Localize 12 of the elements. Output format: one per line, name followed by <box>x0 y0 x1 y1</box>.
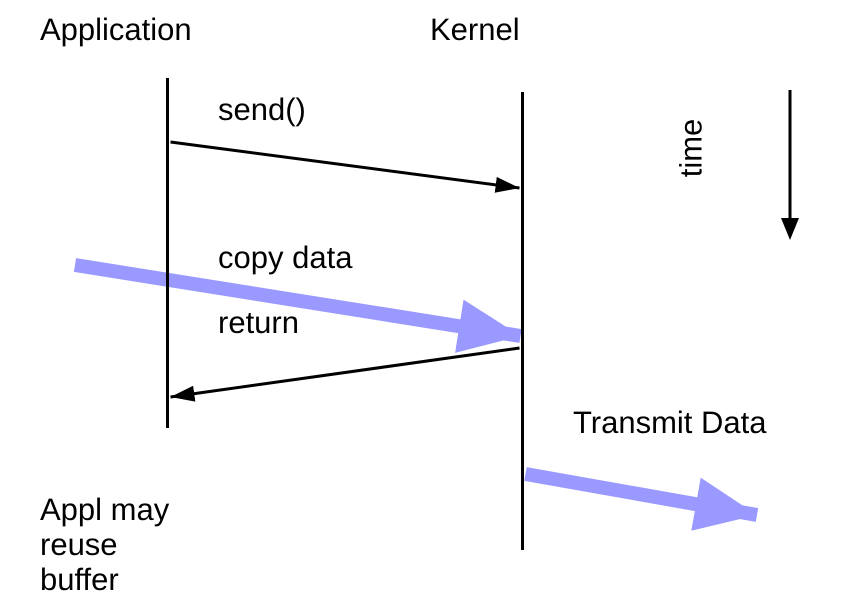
data-flow-arrow <box>74 258 522 353</box>
message-arrow <box>170 140 520 193</box>
edge-label: copy data <box>218 240 352 276</box>
note: Appl may reuse buffer <box>40 492 170 597</box>
participant-name: Application <box>40 12 192 48</box>
edge-label: return <box>218 305 299 341</box>
edge-label: send() <box>218 92 306 128</box>
axis-label: time <box>673 118 710 178</box>
message-arrow <box>170 346 520 402</box>
data-flow-arrow <box>524 467 758 531</box>
edge-label: Transmit Data <box>573 405 767 441</box>
participant-name: Kernel <box>430 12 520 48</box>
